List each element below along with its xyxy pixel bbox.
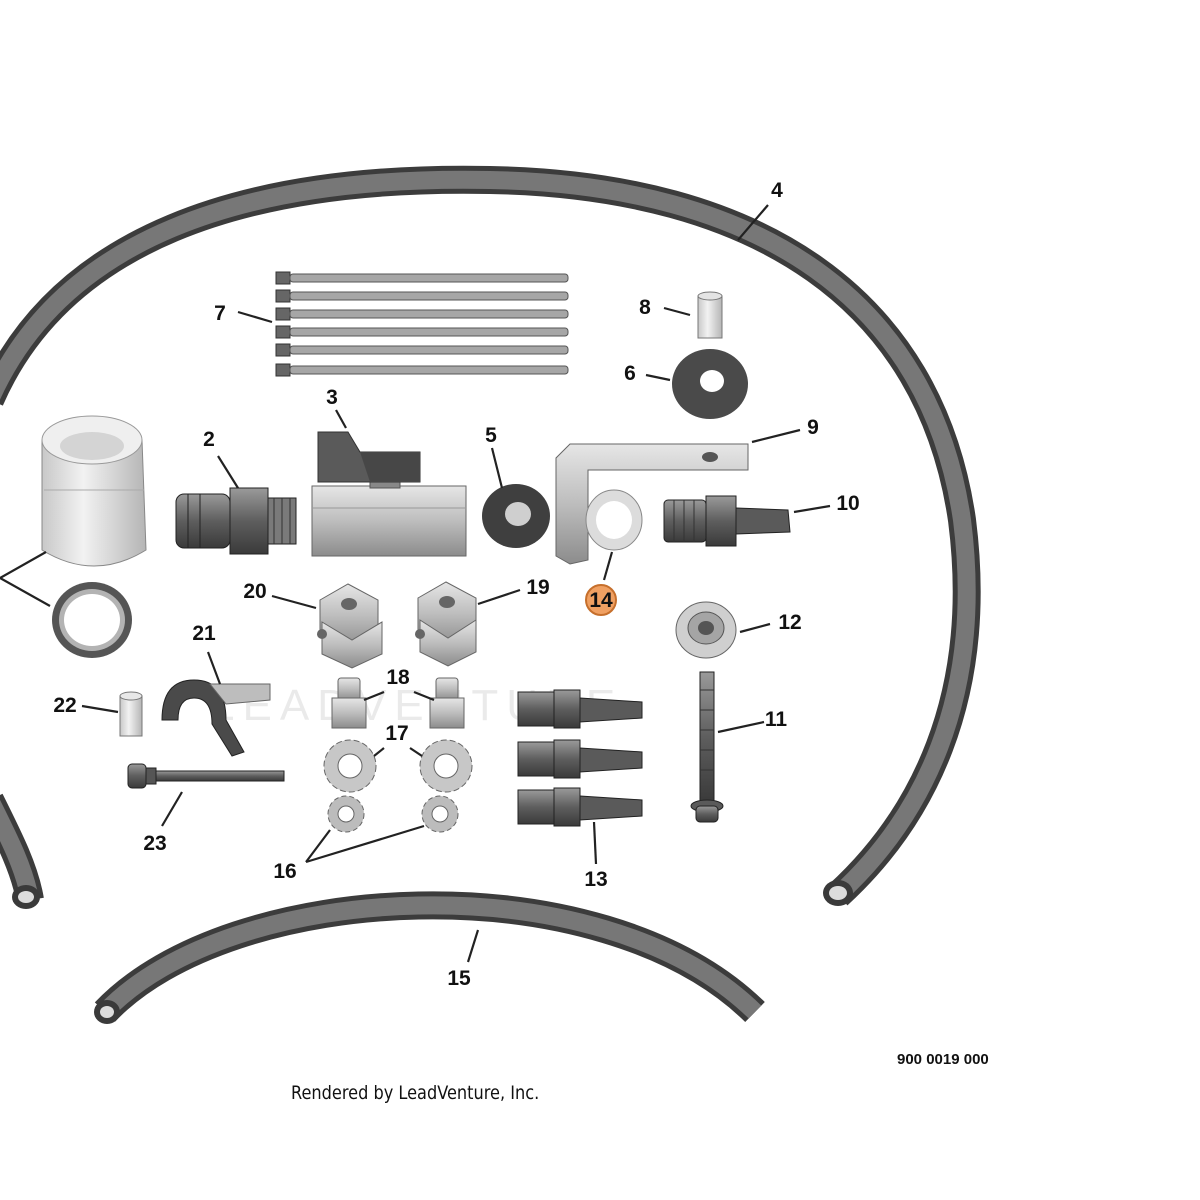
part-16-star-washer[interactable]	[327, 795, 365, 833]
part-11-bolt[interactable]	[690, 671, 724, 823]
callout-10[interactable]: 10	[836, 492, 859, 515]
callout-23[interactable]: 23	[143, 832, 166, 855]
part-10-barb-fitting[interactable]	[663, 495, 791, 547]
callout-8[interactable]: 8	[639, 296, 651, 319]
part-16-star-washer[interactable]	[421, 795, 459, 833]
callout-14[interactable]: 14	[589, 589, 613, 612]
part-15-hose[interactable]	[94, 891, 765, 1024]
cable-tie	[275, 343, 569, 357]
part-14-washer[interactable]	[585, 489, 643, 551]
part-2-quick-connect[interactable]	[175, 487, 297, 555]
callout-17[interactable]: 17	[385, 722, 408, 745]
callout-14-highlight[interactable]: 14	[585, 584, 617, 616]
rendered-by-credit: Rendered by LeadVenture, Inc.	[291, 1082, 540, 1104]
callout-5[interactable]: 5	[485, 424, 497, 447]
part-4-hose[interactable]	[0, 165, 981, 906]
callout-19[interactable]: 19	[526, 576, 549, 599]
part-6-washer[interactable]	[672, 349, 748, 419]
part-5-washer[interactable]	[482, 484, 550, 548]
part-18-bleeder-screw[interactable]	[331, 677, 367, 729]
part-1-hose-end	[0, 793, 44, 909]
cable-tie	[275, 325, 569, 339]
callout-2[interactable]: 2	[203, 428, 215, 451]
callout-16[interactable]: 16	[273, 860, 296, 883]
part-7-cable-ties[interactable]	[275, 271, 569, 377]
cable-tie	[275, 363, 569, 377]
part-17-lock-washer[interactable]	[419, 739, 473, 793]
part-1-o-ring[interactable]	[52, 582, 132, 658]
drawing-number: 900 0019 000	[897, 1051, 989, 1068]
part-13-hose-barb[interactable]	[517, 739, 643, 779]
callout-7[interactable]: 7	[214, 302, 226, 325]
part-19-tee[interactable]	[415, 581, 477, 667]
callout-22[interactable]: 22	[53, 694, 76, 717]
callout-4[interactable]: 4	[771, 179, 783, 202]
part-18-bleeder-screw[interactable]	[429, 677, 465, 729]
callout-18[interactable]: 18	[386, 666, 410, 689]
cable-tie	[275, 271, 569, 285]
callout-3[interactable]: 3	[326, 386, 338, 409]
callout-labels: 4 7 8 6 3 2 5 9 10 20 19 12 21 18 22 11 …	[53, 179, 859, 990]
part-13-hose-barb[interactable]	[517, 787, 643, 827]
callout-6[interactable]: 6	[624, 362, 636, 385]
callout-20[interactable]: 20	[243, 580, 266, 603]
callout-9[interactable]: 9	[807, 416, 819, 439]
part-23-screw[interactable]	[127, 763, 285, 789]
callout-21[interactable]: 21	[192, 622, 216, 645]
callout-12[interactable]: 12	[778, 611, 801, 634]
hose-bore	[829, 886, 847, 900]
callout-15[interactable]: 15	[447, 967, 471, 990]
part-13-hose-barb[interactable]	[517, 689, 643, 729]
part-17-lock-washer[interactable]	[323, 739, 377, 793]
highlight-badge	[585, 584, 617, 616]
part-22-sleeve[interactable]	[119, 691, 143, 737]
cable-tie	[275, 307, 569, 321]
part-1-cap[interactable]	[41, 415, 147, 567]
part-12-nut[interactable]	[675, 601, 737, 659]
part-20-tee[interactable]	[317, 583, 383, 669]
part-8-sleeve[interactable]	[697, 291, 723, 339]
leader-lines	[0, 204, 831, 963]
part-21-clamp[interactable]	[161, 679, 271, 757]
callout-13[interactable]: 13	[584, 868, 607, 891]
part-3-ball-valve[interactable]	[311, 431, 467, 557]
part-9-bracket[interactable]	[555, 443, 749, 565]
cable-tie	[275, 289, 569, 303]
callout-11[interactable]: 11	[765, 708, 788, 731]
